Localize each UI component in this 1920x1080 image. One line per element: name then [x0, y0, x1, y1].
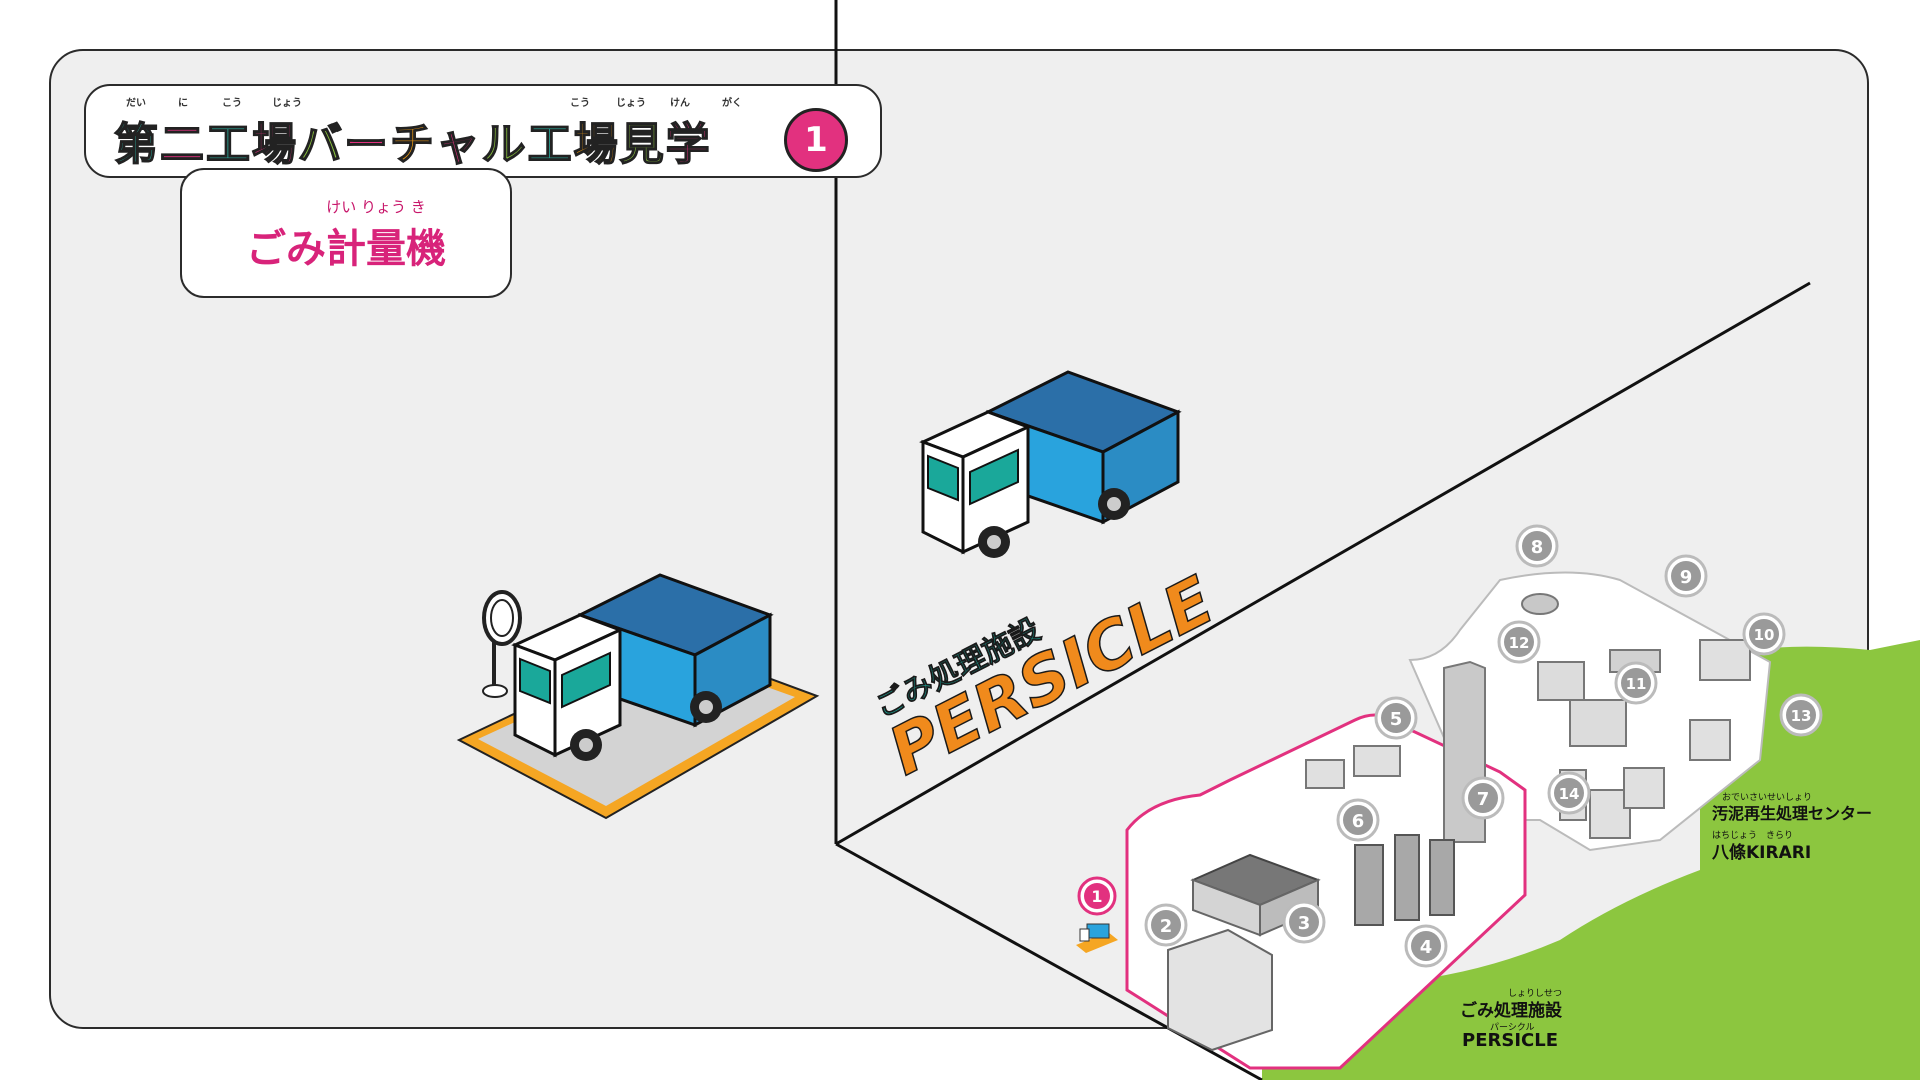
kirari-label-ruby: おでいさいせいしょり: [1722, 793, 1813, 803]
svg-text:5: 5: [1390, 709, 1403, 730]
svg-text:12: 12: [1509, 634, 1530, 652]
title-char: 工: [527, 118, 574, 171]
title-char: 場: [573, 118, 620, 171]
kirari-label-ruby2: はちじょう きらり: [1712, 831, 1794, 841]
svg-text:4: 4: [1420, 937, 1433, 958]
svg-text:14: 14: [1559, 785, 1580, 803]
map-marker-6: 6: [1336, 798, 1380, 842]
title-char: ャ: [435, 118, 482, 171]
persicle-label-en: PERSICLE: [1462, 1030, 1558, 1051]
map-marker-14: 14: [1547, 771, 1591, 815]
scale-sign-icon: [482, 590, 522, 698]
svg-text:11: 11: [1626, 675, 1647, 693]
svg-text:10: 10: [1754, 626, 1775, 644]
map-marker-8: 8: [1515, 524, 1559, 568]
svg-text:3: 3: [1298, 913, 1311, 934]
map-marker-4: 4: [1404, 924, 1448, 968]
section-title-ruby: けい りょう き: [326, 198, 426, 216]
map-marker-3: 3: [1282, 900, 1326, 944]
svg-text:2: 2: [1160, 916, 1173, 937]
title-char: 場: [251, 118, 298, 171]
floor-line-right: [835, 281, 1811, 846]
svg-text:8: 8: [1531, 537, 1544, 558]
section-title: ごみ計量機: [246, 226, 446, 272]
persicle-label-jp: ごみ処理施設: [1460, 1001, 1562, 1021]
kirari-label-en: 八條KIRARI: [1712, 843, 1812, 863]
title-ruby: だい に こう じょう こう じょう けん がく: [126, 98, 742, 109]
title-char: 二: [159, 118, 206, 171]
svg-text:13: 13: [1791, 707, 1812, 725]
map-marker-7: 7: [1461, 776, 1505, 820]
title-char: チ: [389, 118, 436, 171]
garbage-truck-on-scale: [511, 573, 774, 761]
map-marker-5: 5: [1374, 696, 1418, 740]
map-marker-9: 9: [1664, 554, 1708, 598]
svg-text:7: 7: [1477, 789, 1490, 810]
map-marker-13: 13: [1779, 693, 1823, 737]
page-title-box: だい に こう じょう こう じょう けん がく 第二工場バーチャル工場見学 1: [84, 84, 882, 178]
map-marker-11: 11: [1614, 661, 1658, 705]
map-marker-10: 10: [1742, 612, 1786, 656]
title-char: 工: [205, 118, 252, 171]
section-title-box: けい りょう き ごみ計量機: [180, 168, 512, 298]
garbage-truck-floating: [919, 370, 1182, 558]
svg-text:9: 9: [1680, 567, 1693, 588]
kirari-label-jp: 汚泥再生処理センター: [1712, 804, 1873, 823]
title-char: 学: [665, 118, 712, 171]
page-title: 第二工場バーチャル工場見学: [113, 108, 712, 172]
map-marker-2: 2: [1144, 903, 1188, 947]
svg-text:6: 6: [1352, 811, 1365, 832]
title-char: 第: [113, 118, 160, 171]
title-char: 見: [619, 118, 666, 171]
step-number-badge: 1: [784, 108, 848, 172]
title-char: ル: [481, 118, 528, 171]
floor-line-left: [835, 842, 1263, 1080]
map-marker-1: 1: [1077, 876, 1117, 916]
svg-text:1: 1: [1091, 887, 1102, 906]
persicle-label-ruby: しょりしせつ: [1508, 989, 1563, 999]
persicle-label-ruby2: パーシクル: [1490, 1023, 1535, 1033]
title-char: ー: [343, 118, 390, 171]
map-marker-12: 12: [1497, 620, 1541, 664]
facility-mini-map: 1 2 3 4 5 6 7 8 9 10 11 12 13 14: [1076, 524, 1823, 1070]
title-char: バ: [297, 118, 344, 171]
